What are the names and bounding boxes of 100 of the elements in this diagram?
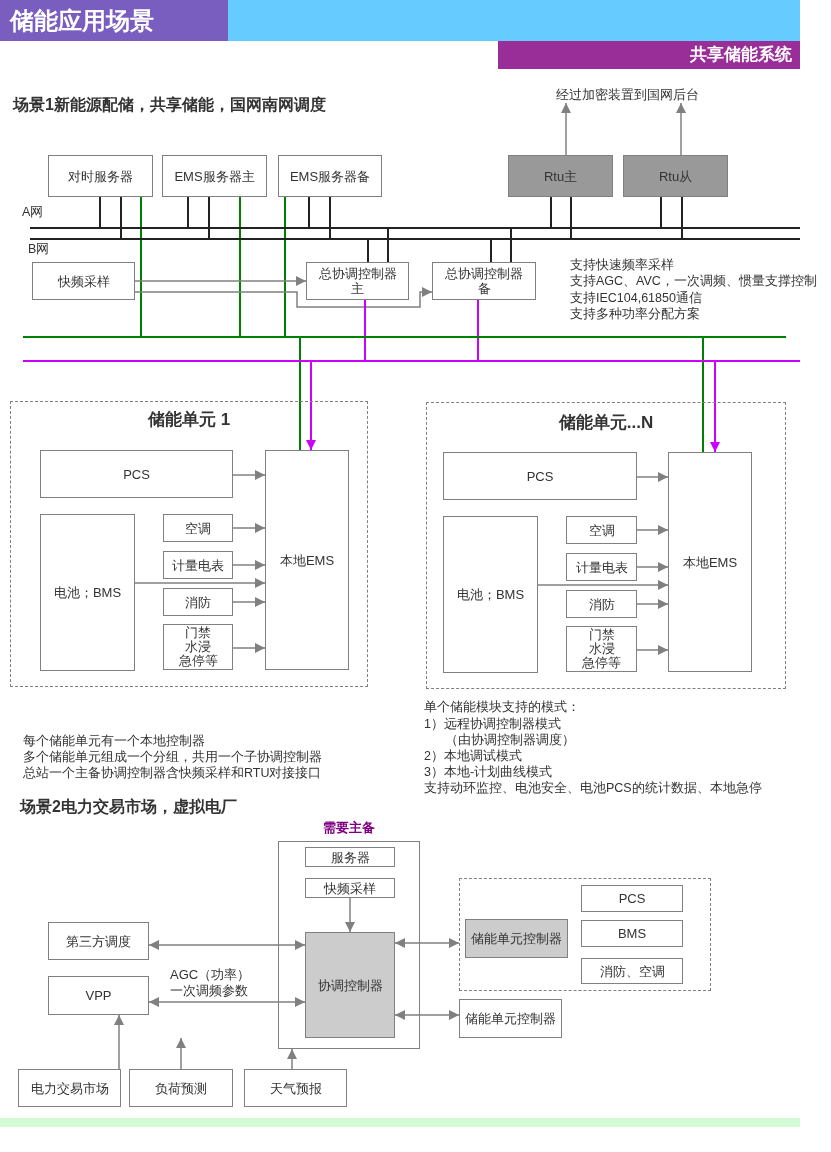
section-heading: 场景2电力交易市场，虚拟电厂 <box>20 797 237 817</box>
connector-line <box>477 299 479 361</box>
edge-label: AGC（功率）一次调频参数 <box>170 967 252 999</box>
arrow <box>636 525 669 535</box>
arrow <box>636 562 669 572</box>
bus-label: A网 <box>22 204 44 220</box>
connector-line <box>364 299 366 361</box>
rtu-box: Rtu主 <box>508 155 613 197</box>
arrow <box>345 897 355 933</box>
rtu-box: Rtu从 <box>623 155 728 197</box>
source-box: 天气预报 <box>244 1069 347 1107</box>
arrow <box>176 1037 186 1070</box>
note-text: 支持IEC104,61850通信 <box>570 290 702 306</box>
connector-line <box>187 196 189 228</box>
connector-line <box>387 228 389 263</box>
arrow <box>537 580 669 590</box>
bus-line <box>30 238 800 240</box>
server-box: 对时服务器 <box>48 155 153 197</box>
arrow <box>636 472 669 482</box>
arrow <box>636 645 669 655</box>
source-box: 负荷预测 <box>129 1069 233 1107</box>
arrow <box>148 940 306 950</box>
note-text: 多个储能单元组成一个分组，共用一个子协调控制器 <box>23 749 322 765</box>
ems-box: 本地EMS <box>265 450 349 670</box>
note-text: 1）远程协调控制器模式 <box>424 716 561 732</box>
arrow <box>394 938 460 948</box>
connector-line <box>510 228 512 263</box>
unit-frame <box>426 402 786 689</box>
arrow <box>134 578 266 588</box>
arrow <box>232 523 266 533</box>
device-box: 空调 <box>163 514 233 542</box>
item-label: 水浸 <box>588 642 615 656</box>
device-box: 空调 <box>566 516 637 544</box>
device-box: 计量电表 <box>163 551 233 579</box>
group-frame <box>459 878 711 991</box>
item-label: 急停等 <box>582 656 621 670</box>
connector-line <box>99 196 101 228</box>
device-box <box>566 626 637 672</box>
arrow <box>710 361 720 453</box>
note-text: 支持AGC、AVC，一次调频、惯量支撑控制 <box>570 273 817 289</box>
note-text: 总站一个主备协调控制器含快频采样和RTU对接接口 <box>23 765 322 781</box>
arrow <box>134 287 433 308</box>
title-banner: 储能应用场景 <box>0 0 228 41</box>
note-text: （由协调控制器调度） <box>445 732 575 748</box>
arrow <box>676 102 686 156</box>
controller-box: 协调控制器 <box>305 932 395 1038</box>
item-label: 水浸 <box>185 640 211 654</box>
sampler-box: 快频采样 <box>32 262 135 300</box>
device-box: BMS <box>581 920 683 947</box>
arrow <box>232 643 266 653</box>
controller-box: 总协调控制器主 <box>306 262 409 300</box>
arrow <box>232 470 266 480</box>
note-text: 支持多种功率分配方案 <box>570 306 700 322</box>
device-box: PCS <box>40 450 233 498</box>
server-box: EMS服务器备 <box>278 155 382 197</box>
device-box: 消防 <box>566 590 637 618</box>
unit-frame <box>10 401 368 687</box>
connector-line <box>308 196 310 228</box>
destination-text: 经过加密装置到国网后台 <box>555 87 699 103</box>
arrow <box>394 1010 460 1020</box>
arrow <box>287 1048 297 1070</box>
controller-box: 总协调控制器备 <box>432 262 536 300</box>
connector-line <box>681 196 683 239</box>
connector-line <box>120 196 122 239</box>
section-heading: 场景1新能源配储，共享储能，国网南网调度 <box>13 95 326 115</box>
vpp-box: VPP <box>48 976 149 1015</box>
controller-box: 储能单元控制器 <box>465 919 568 958</box>
connector-line <box>284 196 286 337</box>
connector-line <box>660 196 662 228</box>
note-text: 单个储能模块支持的模式： <box>424 699 580 715</box>
device-box: 消防 <box>163 588 233 616</box>
server-box: 服务器 <box>305 847 395 867</box>
arrow <box>114 1014 124 1070</box>
ems-box: 本地EMS <box>668 452 752 672</box>
device-box: PCS <box>443 452 637 500</box>
controller-box: 储能单元控制器 <box>459 999 562 1038</box>
bus-line <box>23 336 786 338</box>
source-box: 电力交易市场 <box>18 1069 121 1107</box>
connector-line <box>490 239 492 263</box>
item-label: 急停等 <box>178 654 218 668</box>
arrow <box>134 276 307 286</box>
battery-box: 电池；BMS <box>443 516 538 673</box>
server-box: EMS服务器主 <box>162 155 267 197</box>
arrow <box>561 102 571 156</box>
connector-line <box>367 239 369 263</box>
sampler-box: 快频采样 <box>305 878 395 898</box>
dispatch-box: 第三方调度 <box>48 922 149 960</box>
bus-label: B网 <box>28 241 50 257</box>
connector-line <box>299 337 301 451</box>
note-text: 支持快速频率采样 <box>570 257 674 273</box>
connector-line <box>140 196 142 337</box>
device-box: PCS <box>581 885 683 912</box>
group-title: 需要主备 <box>323 820 375 836</box>
bus-line <box>30 227 800 229</box>
connector-line <box>702 337 704 453</box>
device-box: 消防、空调 <box>581 958 683 984</box>
note-text: 3）本地-计划曲线模式 <box>424 764 553 780</box>
note-text: 每个储能单元有一个本地控制器 <box>23 733 205 749</box>
connector-line <box>550 196 552 228</box>
arrow <box>636 599 669 609</box>
